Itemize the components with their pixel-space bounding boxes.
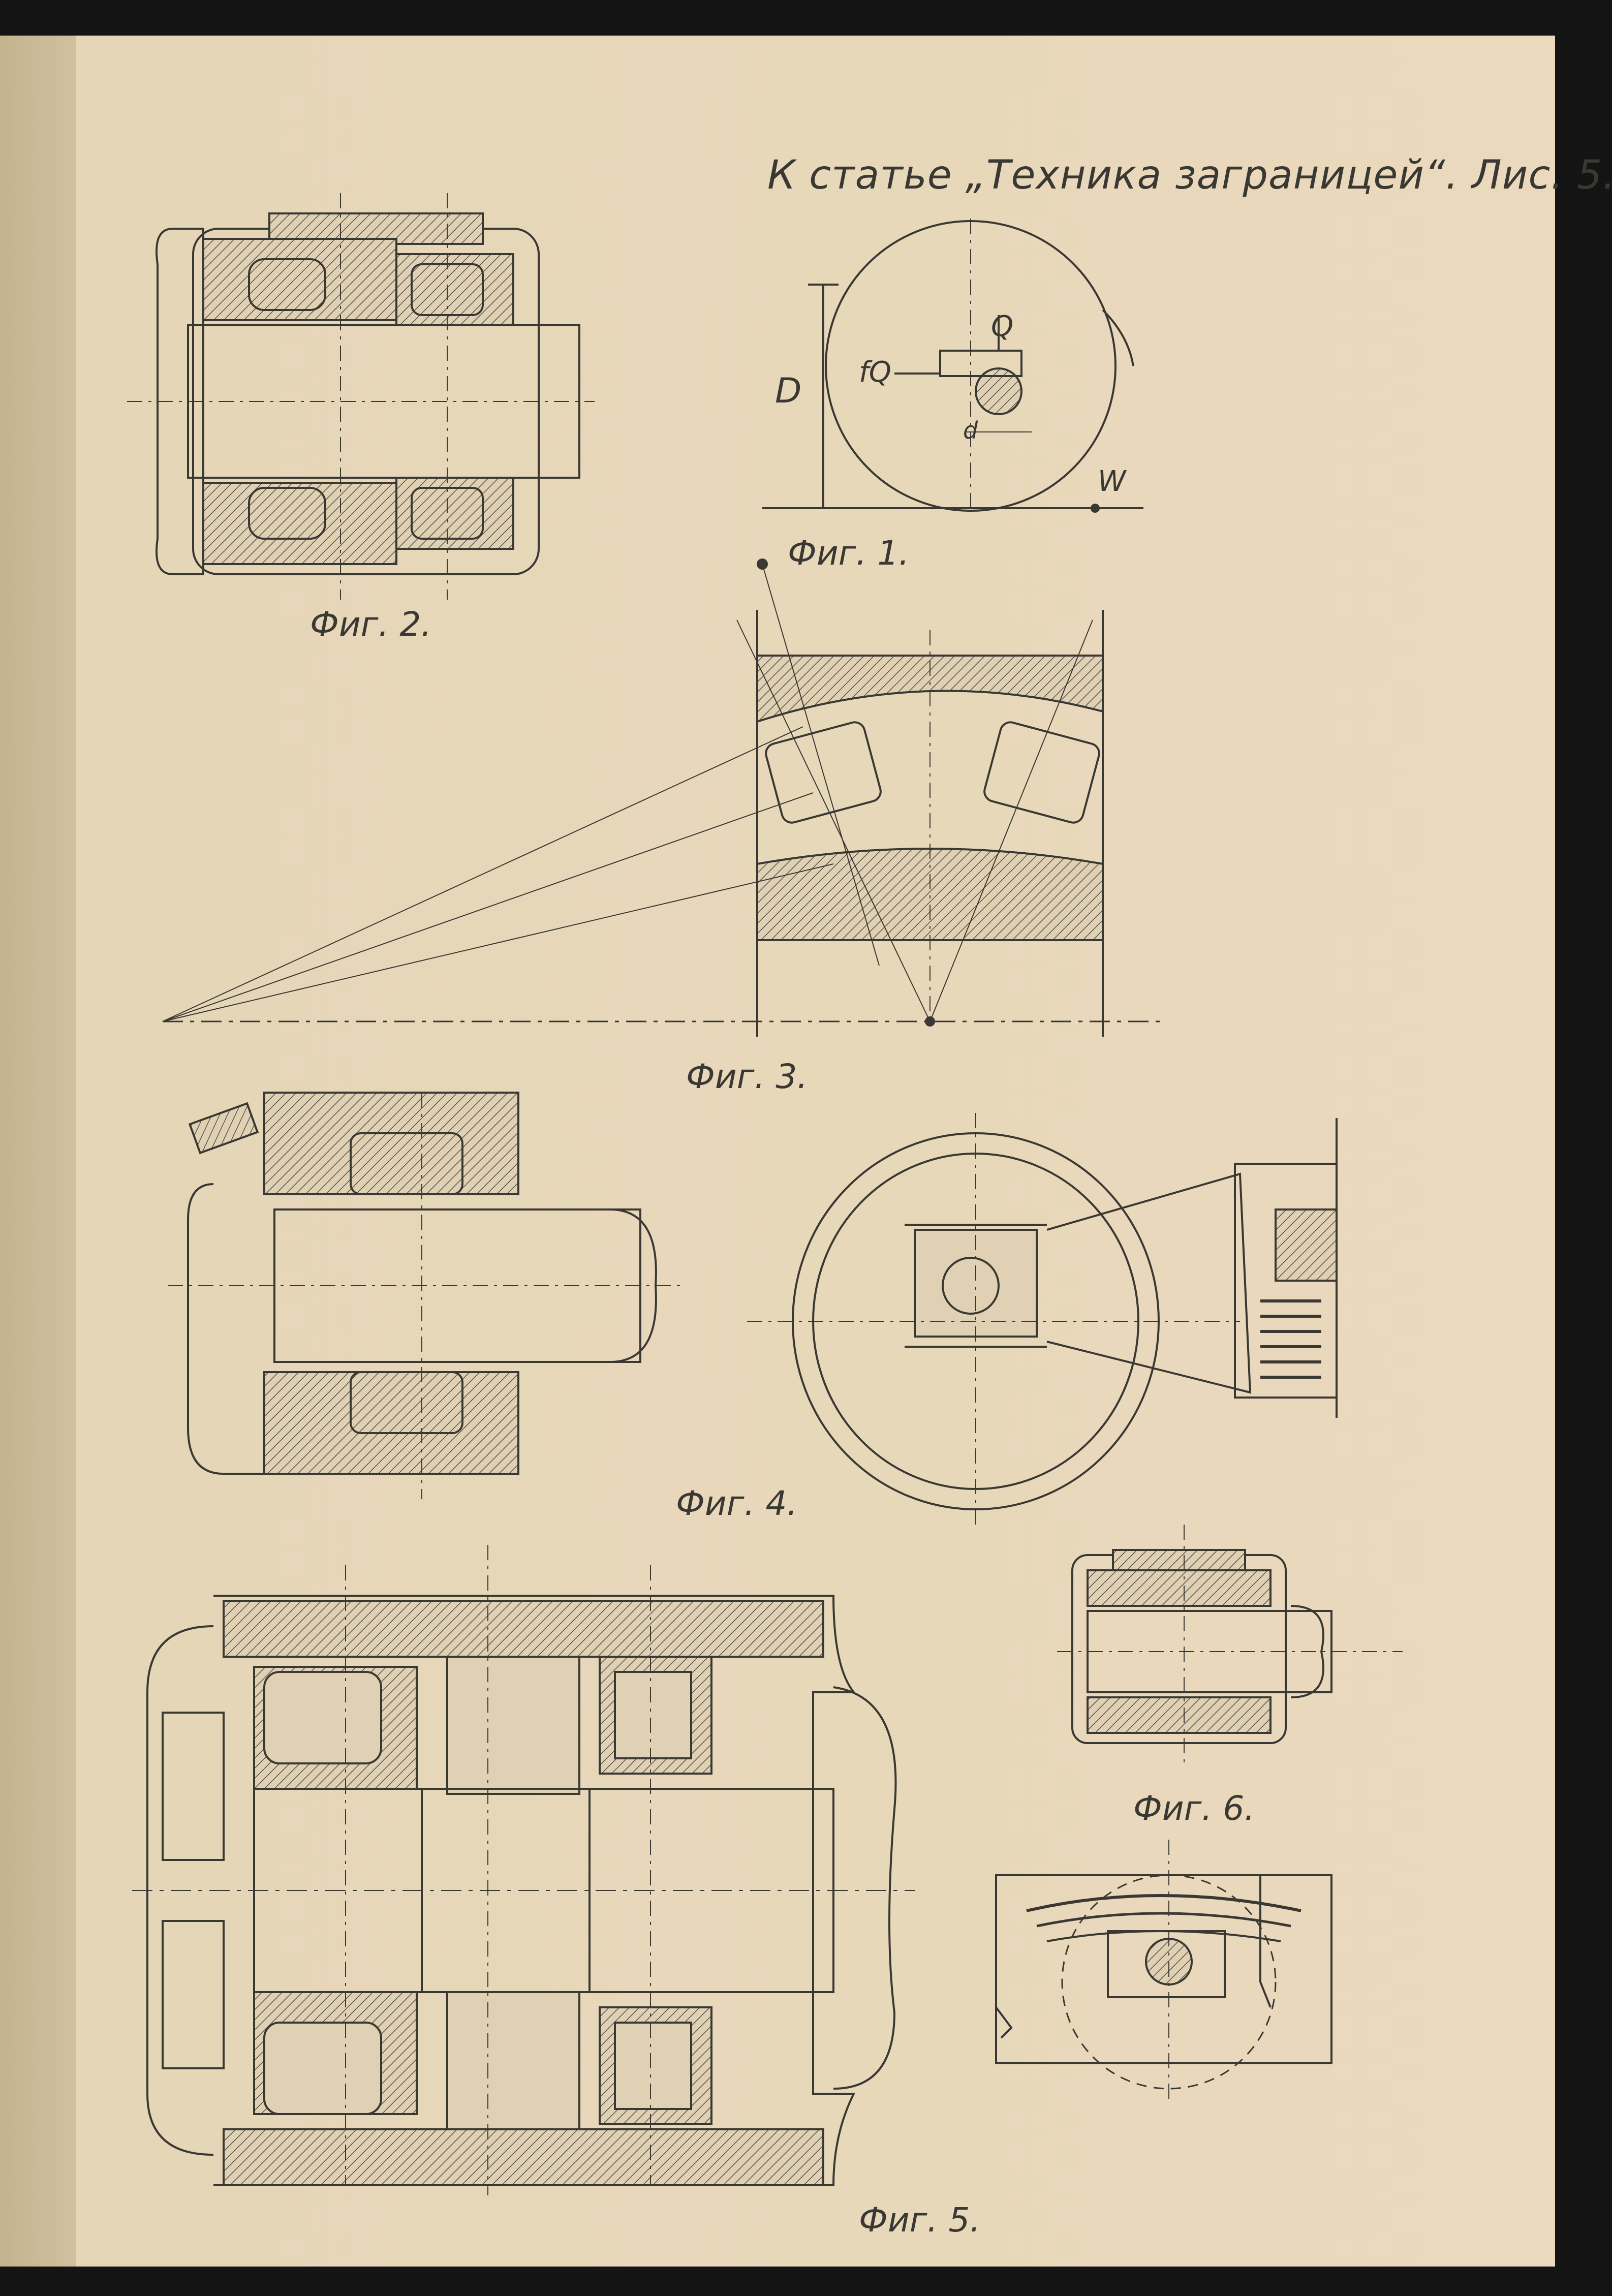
fig1-label-D: D bbox=[775, 371, 802, 411]
fig6-roller-box bbox=[1057, 1525, 1403, 1768]
fig1-label-d: d bbox=[963, 417, 978, 444]
fig2-axle-box bbox=[127, 193, 595, 600]
fig4-wheel-assembly bbox=[747, 1113, 1338, 1530]
fig4-axle-box bbox=[168, 1092, 686, 1499]
leaf-spring-assembly bbox=[995, 1840, 1332, 2104]
fig4-caption: Фиг. 4. bbox=[676, 1484, 798, 1523]
sheet-header-caption: К статье „Техника заграницей“. Лис. 5. bbox=[767, 152, 1612, 198]
fig1-label-fQ: fQ bbox=[859, 356, 891, 389]
fig5-axle-box bbox=[132, 1545, 915, 2195]
fig2-caption: Фиг. 2. bbox=[310, 605, 432, 644]
fig6-caption: Фиг. 6. bbox=[1133, 1789, 1255, 1828]
fig1-label-W: W bbox=[1098, 465, 1126, 498]
fig1-caption: Фиг. 1. bbox=[788, 534, 910, 573]
fig3-caption: Фиг. 3. bbox=[686, 1057, 808, 1096]
page-spine bbox=[0, 36, 76, 2267]
fig1-wheel-diagram bbox=[762, 219, 1143, 513]
fig1-axle bbox=[975, 367, 1022, 415]
fig5-caption: Фиг. 5. bbox=[859, 2200, 981, 2240]
fig1-label-Q: Q bbox=[991, 310, 1014, 343]
fig3-bearing-section bbox=[162, 559, 1164, 1037]
paper bbox=[0, 36, 1555, 2267]
